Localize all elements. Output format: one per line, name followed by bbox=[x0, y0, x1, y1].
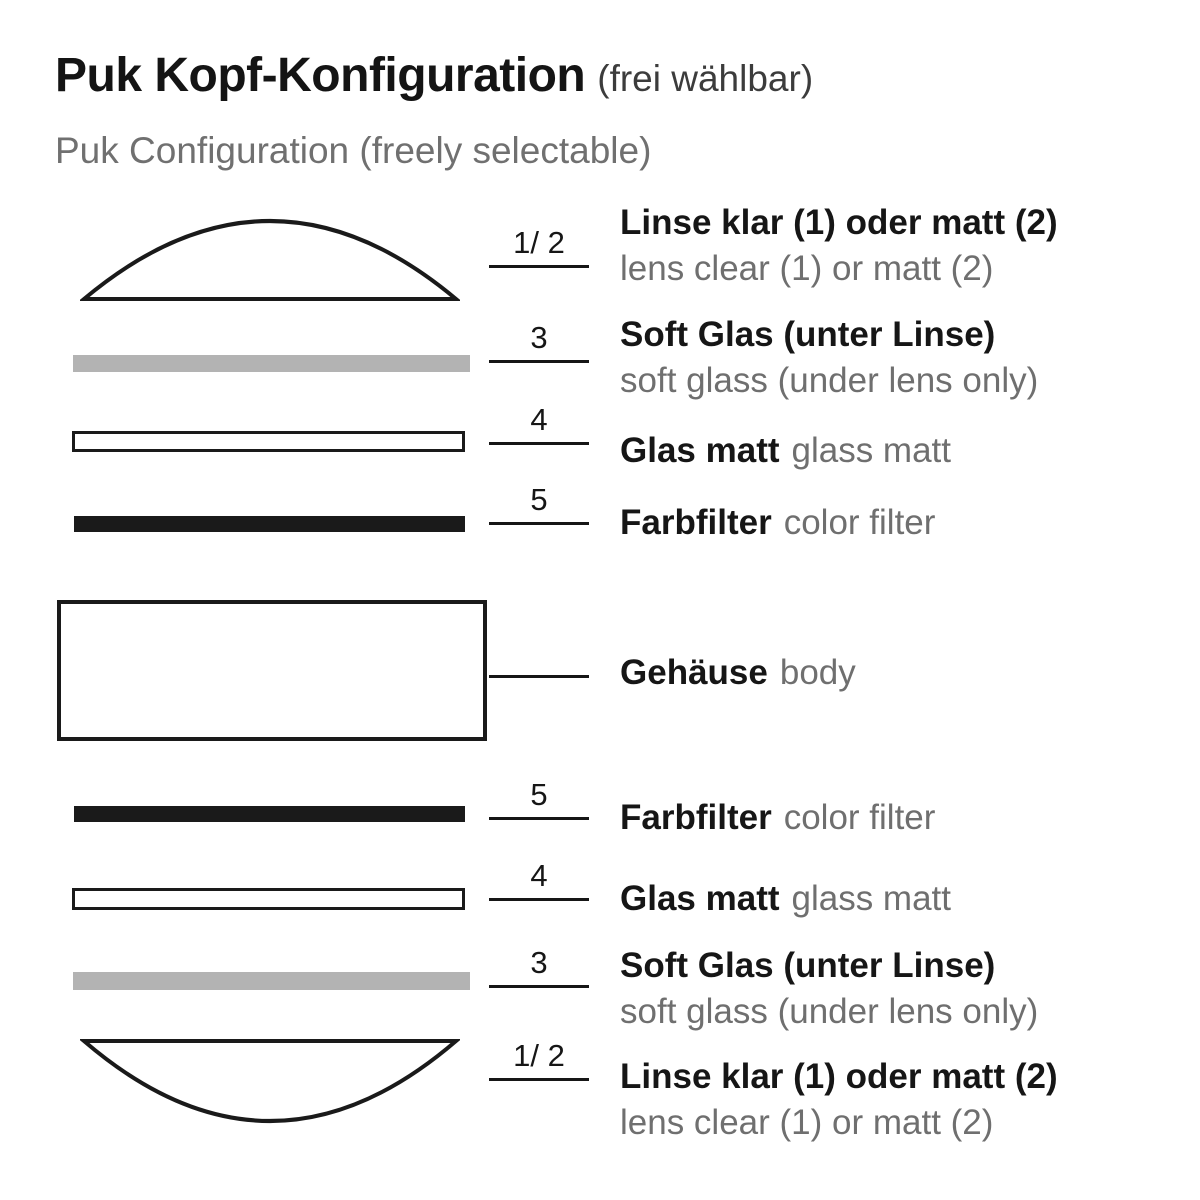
glass-matt-bottom-shape bbox=[72, 888, 465, 910]
label-de: Soft Glas (unter Linse) bbox=[620, 946, 996, 985]
label-glass-matt-bottom: Glas matt glass matt bbox=[620, 876, 951, 922]
label-color-filter-top: Farbfilter color filter bbox=[620, 500, 935, 546]
soft-glass-top-shape bbox=[73, 355, 470, 372]
label-en: color filter bbox=[783, 798, 936, 837]
leader-line bbox=[489, 442, 589, 445]
body-shape bbox=[57, 600, 487, 741]
label-en: glass matt bbox=[791, 879, 952, 918]
label-soft-glass-top: Soft Glas (unter Linse) soft glass (unde… bbox=[620, 312, 1038, 404]
title-german: Puk Kopf-Konfiguration bbox=[55, 49, 586, 102]
label-de: Linse klar (1) oder matt (2) bbox=[620, 203, 1058, 242]
label-soft-glass-bottom: Soft Glas (unter Linse) soft glass (unde… bbox=[620, 943, 1038, 1035]
leader-line bbox=[489, 817, 589, 820]
leader-number: 5 bbox=[530, 482, 548, 517]
leader-line bbox=[489, 675, 589, 678]
label-de: Soft Glas (unter Linse) bbox=[620, 315, 996, 354]
lens-bottom-shape bbox=[80, 1039, 460, 1123]
leader-number: 5 bbox=[530, 777, 548, 812]
label-en: soft glass (under lens only) bbox=[620, 992, 1039, 1031]
lens-top-shape bbox=[80, 219, 460, 301]
leader-glass-matt-bottom: 4 bbox=[489, 858, 589, 901]
leader-soft-glass-bottom: 3 bbox=[489, 945, 589, 988]
leader-number: 3 bbox=[530, 320, 548, 355]
leader-number: 1/ 2 bbox=[513, 1038, 565, 1073]
leader-color-filter-bottom: 5 bbox=[489, 777, 589, 820]
leader-line bbox=[489, 360, 589, 363]
soft-glass-bottom-shape bbox=[73, 972, 470, 990]
label-glass-matt-top: Glas matt glass matt bbox=[620, 428, 951, 474]
leader-lens-bottom: 1/ 2 bbox=[489, 1038, 589, 1081]
label-de: Glas matt bbox=[620, 431, 780, 470]
leader-number bbox=[489, 635, 589, 675]
page-subtitle: Puk Configuration (freely selectable) bbox=[55, 130, 652, 171]
leader-number: 4 bbox=[530, 858, 548, 893]
glass-matt-top-shape bbox=[72, 431, 465, 452]
leader-line bbox=[489, 1078, 589, 1081]
label-body: Gehäuse body bbox=[620, 650, 856, 696]
page-title: Puk Kopf-Konfiguration (frei wählbar) bbox=[55, 48, 813, 103]
color-filter-top-shape bbox=[74, 516, 465, 532]
label-color-filter-bottom: Farbfilter color filter bbox=[620, 795, 935, 841]
label-en: lens clear (1) or matt (2) bbox=[620, 1103, 994, 1142]
leader-line bbox=[489, 898, 589, 901]
label-en: soft glass (under lens only) bbox=[620, 361, 1039, 400]
label-de: Farbfilter bbox=[620, 798, 772, 837]
leader-line bbox=[489, 522, 589, 525]
label-de: Glas matt bbox=[620, 879, 780, 918]
leader-number: 1/ 2 bbox=[513, 225, 565, 260]
color-filter-bottom-shape bbox=[74, 806, 465, 822]
leader-number: 3 bbox=[530, 945, 548, 980]
leader-line bbox=[489, 265, 589, 268]
label-de: Farbfilter bbox=[620, 503, 772, 542]
label-de: Linse klar (1) oder matt (2) bbox=[620, 1057, 1058, 1096]
label-en: color filter bbox=[783, 503, 936, 542]
title-suffix: (frei wählbar) bbox=[597, 58, 814, 99]
leader-color-filter-top: 5 bbox=[489, 482, 589, 525]
leader-number: 4 bbox=[530, 402, 548, 437]
leader-lens-top: 1/ 2 bbox=[489, 225, 589, 268]
label-en: body bbox=[779, 653, 856, 692]
label-en: glass matt bbox=[791, 431, 952, 470]
leader-glass-matt-top: 4 bbox=[489, 402, 589, 445]
label-lens-top: Linse klar (1) oder matt (2) lens clear … bbox=[620, 200, 1058, 292]
label-lens-bottom: Linse klar (1) oder matt (2) lens clear … bbox=[620, 1054, 1058, 1146]
leader-soft-glass-top: 3 bbox=[489, 320, 589, 363]
leader-line bbox=[489, 985, 589, 988]
label-de: Gehäuse bbox=[620, 653, 768, 692]
leader-body bbox=[489, 635, 589, 678]
label-en: lens clear (1) or matt (2) bbox=[620, 249, 994, 288]
